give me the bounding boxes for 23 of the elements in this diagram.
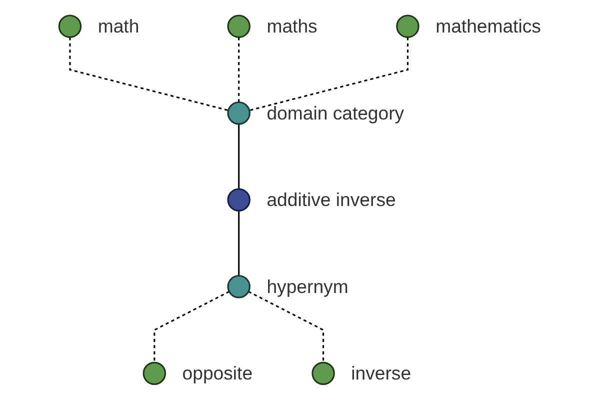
node-label: hypernym — [266, 276, 348, 297]
node-label: domain category — [266, 102, 404, 124]
connector — [69, 37, 229, 112]
node-circle — [142, 362, 166, 385]
node-label: additive inverse — [266, 189, 396, 210]
node-label: maths — [266, 16, 318, 37]
node-circle — [227, 275, 250, 298]
node-circle — [227, 14, 250, 38]
node-circle — [227, 101, 250, 125]
node-circle — [58, 14, 82, 38]
node-circle — [312, 362, 335, 385]
node-circle — [396, 14, 420, 38]
node-label: opposite — [182, 362, 253, 384]
connector — [248, 290, 324, 363]
connector — [154, 290, 230, 363]
node-label: mathematics — [436, 16, 541, 37]
node-label: math — [98, 16, 140, 37]
node-label: inverse — [351, 362, 412, 384]
connector — [249, 37, 408, 112]
connector — [238, 37, 240, 102]
connector — [238, 210, 240, 276]
node-circle — [227, 188, 250, 212]
connector — [238, 124, 240, 190]
